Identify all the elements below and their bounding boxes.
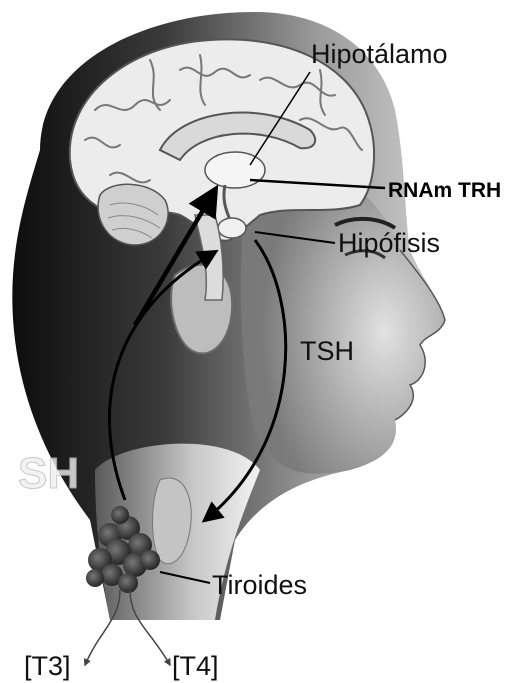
pituitary-label: Hipófisis (338, 228, 440, 258)
tsh-label: TSH (300, 336, 354, 366)
thyroid-label: Tiroides (212, 570, 307, 600)
trh-mrna-label: RNAm TRH (388, 179, 501, 202)
hypothalamus-label: Hipotálamo (311, 39, 448, 69)
t3-label: [T3] (24, 651, 71, 681)
sh-watermark: SH (18, 449, 79, 498)
t4-label: [T4] (172, 651, 219, 681)
thalamus-region (205, 152, 265, 188)
pituitary-gland (218, 218, 246, 238)
